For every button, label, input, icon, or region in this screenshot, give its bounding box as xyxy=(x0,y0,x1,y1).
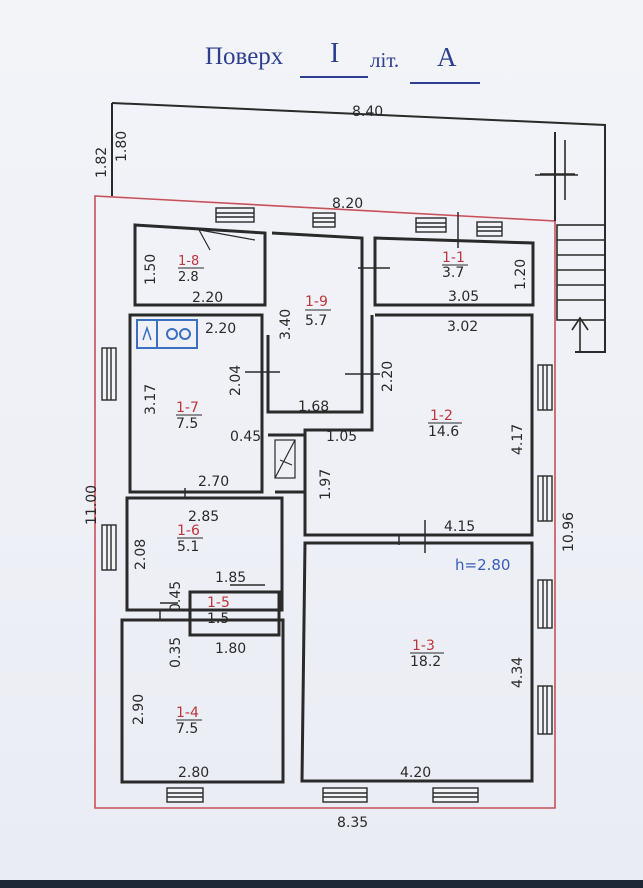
dim-bottom: 8.35 xyxy=(337,815,368,831)
window-top-3 xyxy=(415,217,447,233)
room-id: 1-2 xyxy=(430,408,453,424)
room-id: 1-7 xyxy=(176,400,199,416)
window-bottom-3 xyxy=(432,787,479,803)
room-area: 7.5 xyxy=(176,416,198,432)
room-1-3: 1-3 18.2 xyxy=(410,638,444,670)
dim-room1-w: 3.05 xyxy=(448,289,479,305)
floor-value: I xyxy=(330,38,340,69)
dim-room8-bottom: 2.20 xyxy=(192,290,223,306)
dim-total-left: 11.00 xyxy=(84,485,100,525)
room-1-5: 1-5 1.5 xyxy=(207,595,233,627)
letter-label: літ. xyxy=(370,48,400,72)
window-right-1 xyxy=(537,364,553,411)
dim-room6-gap: 0.45 xyxy=(168,581,184,612)
dim-corr-w: 1.05 xyxy=(326,429,357,445)
dim-room3-bottom: 4.20 xyxy=(400,765,431,781)
door-marks xyxy=(140,173,575,620)
plan-header: Поверх I літ. A xyxy=(0,38,643,98)
photo-bottom-edge xyxy=(0,880,643,888)
room-id: 1-3 xyxy=(412,638,435,654)
room-id: 1-1 xyxy=(442,250,465,266)
stove-icon xyxy=(136,319,198,349)
room-area: 2.8 xyxy=(178,270,199,285)
dim-room9-bottom: 1.68 xyxy=(298,399,329,415)
room-1-7: 1-7 7.5 xyxy=(176,400,202,432)
room-area: 7.5 xyxy=(176,721,198,737)
room-area: 14.6 xyxy=(428,424,459,440)
room-area: 18.2 xyxy=(410,654,441,670)
window-bottom-2 xyxy=(322,787,368,803)
room-1-8: 1-8 2.8 xyxy=(178,254,204,285)
dim-total-right: 10.96 xyxy=(561,512,577,552)
window-right-2 xyxy=(537,475,553,522)
windows xyxy=(101,207,553,803)
dim-room6-top: 2.85 xyxy=(188,509,219,525)
room-labels: 1-1 3.7 1-2 14.6 1-3 18.2 1-4 7.5 1-5 1.… xyxy=(176,250,468,737)
floor-underline xyxy=(300,76,368,78)
letter-underline xyxy=(410,82,480,84)
dim-top-inner: 8.20 xyxy=(332,196,363,212)
dim-room7-h2: 2.04 xyxy=(228,365,244,396)
dim-room5-bottom: 1.80 xyxy=(215,641,246,657)
dim-left-outer-2: 1.80 xyxy=(114,131,130,162)
dim-room4-bottom: 2.80 xyxy=(178,765,209,781)
room-area: 5.1 xyxy=(177,539,199,555)
room-1-4: 1-4 7.5 xyxy=(176,705,202,737)
window-right-3 xyxy=(537,579,553,629)
dim-room8-w: 1.50 xyxy=(143,254,159,285)
window-top-4 xyxy=(476,221,503,237)
room-id: 1-9 xyxy=(305,294,328,310)
window-left-2 xyxy=(101,524,117,571)
room-id: 1-6 xyxy=(177,523,200,539)
room-id: 1-5 xyxy=(207,595,230,611)
dim-room2-bottom: 4.15 xyxy=(444,519,475,535)
dim-room4-h: 2.90 xyxy=(131,694,147,725)
building-outline xyxy=(94,195,556,809)
room-id: 1-4 xyxy=(176,705,199,721)
room-1-1: 1-1 3.7 xyxy=(442,250,468,281)
dim-room2-top: 3.02 xyxy=(447,319,478,335)
dim-room5-top: 1.85 xyxy=(215,570,246,586)
dim-room9-h: 3.40 xyxy=(278,309,294,340)
room-1-9: 1-9 5.7 xyxy=(305,294,331,329)
corridor-hatch xyxy=(197,227,296,479)
window-bottom-1 xyxy=(166,787,204,803)
window-right-4 xyxy=(537,685,553,735)
room-1-6: 1-6 5.1 xyxy=(177,523,203,555)
window-left-1 xyxy=(101,347,117,401)
dim-corr-h: 1.97 xyxy=(318,469,334,500)
floor-label: Поверх xyxy=(205,43,284,70)
room-id: 1-8 xyxy=(178,254,199,269)
dim-room4-gap: 0.35 xyxy=(168,637,184,668)
dim-room7-h1: 3.17 xyxy=(143,384,159,415)
window-top-2 xyxy=(312,212,336,228)
dim-room2-left: 2.20 xyxy=(380,361,396,392)
room-1-2: 1-2 14.6 xyxy=(428,408,462,440)
dim-room3-right: 4.34 xyxy=(510,657,526,688)
dim-room1-h: 1.20 xyxy=(513,259,529,290)
window-top-1 xyxy=(215,207,255,223)
dimension-labels: 8.40 1.82 1.80 8.20 11.00 10.96 8.35 1.5… xyxy=(84,104,577,831)
room-area: 3.7 xyxy=(442,265,464,281)
room-area: 5.7 xyxy=(305,313,327,329)
room-walls xyxy=(120,223,535,784)
dim-room6-left: 2.08 xyxy=(133,539,149,570)
dim-room7-bottom: 2.70 xyxy=(198,474,229,490)
letter-value: A xyxy=(437,42,457,72)
room-area: 1.5 xyxy=(207,611,229,627)
dim-corr-small: 0.45 xyxy=(230,429,261,445)
dim-room7-top: 2.20 xyxy=(205,321,236,337)
ceiling-height: h=2.80 xyxy=(455,556,510,574)
dim-room2-right: 4.17 xyxy=(510,424,526,455)
stairs xyxy=(535,140,606,352)
dim-top-outer: 8.40 xyxy=(352,104,383,120)
dim-left-outer-1: 1.82 xyxy=(94,147,110,178)
